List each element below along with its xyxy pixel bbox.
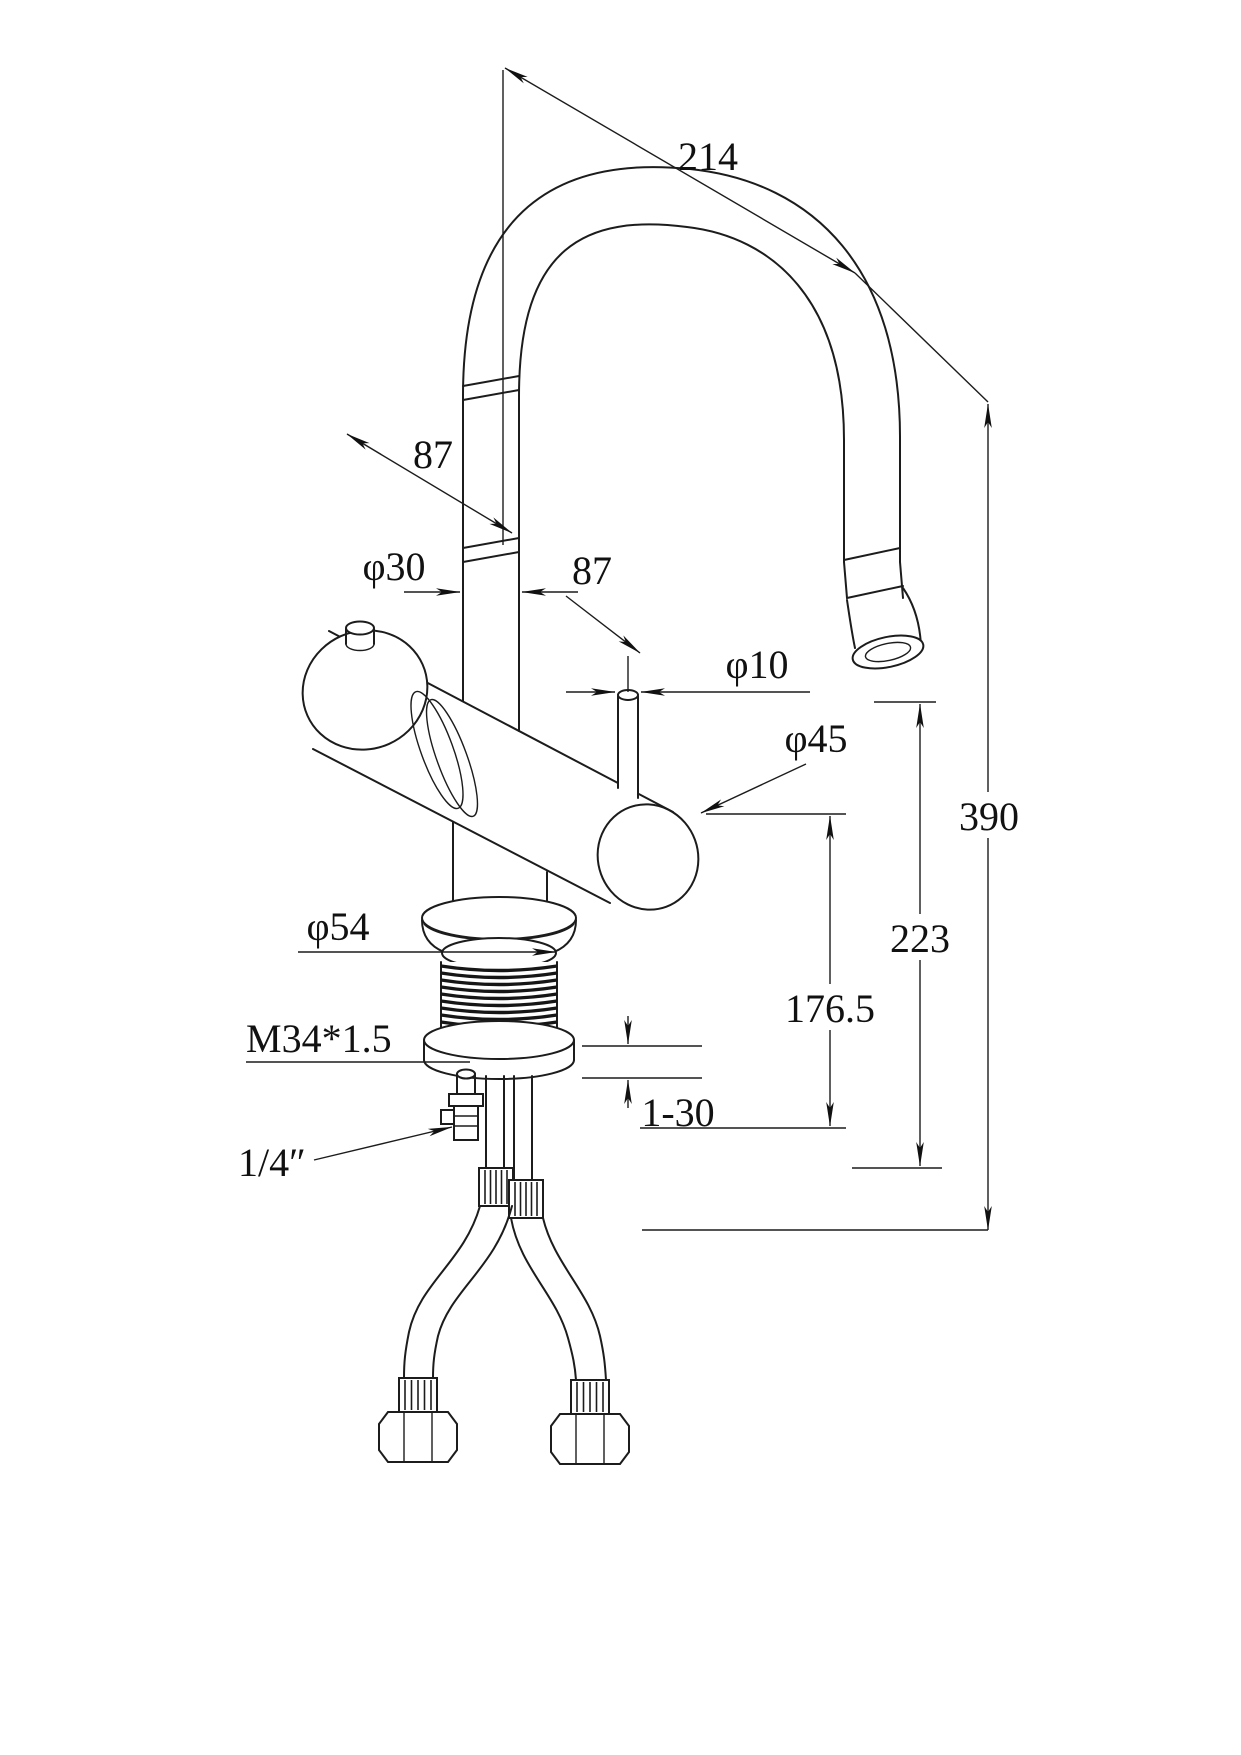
handle-button	[345, 620, 375, 652]
label-176-5: 176.5	[785, 986, 875, 1031]
label-quarter-inch: 1/4″	[238, 1140, 306, 1185]
label-phi10: φ10	[725, 642, 788, 687]
dimension-176-5: 176.5	[640, 813, 890, 1129]
label-223: 223	[890, 916, 950, 961]
dimension-214: 214	[502, 67, 989, 545]
faucet-drawing	[301, 166, 925, 1465]
supply-hose-left	[403, 1205, 513, 1379]
label-phi54: φ54	[306, 904, 369, 949]
dimension-87-lower: 87	[565, 548, 641, 692]
hose-end-right	[550, 1379, 630, 1465]
mounting-nut	[423, 1020, 575, 1080]
dimension-390: 390	[642, 403, 1026, 1231]
crimp-sleeve-right	[508, 1179, 544, 1219]
label-87-lower: 87	[572, 548, 612, 593]
dimension-1-30: 1-30	[582, 1016, 715, 1135]
lift-pin	[617, 689, 639, 799]
dimensions: 214 87 φ30 87 φ10 φ45	[238, 67, 1026, 1231]
dimension-quarter-inch: 1/4″	[238, 1126, 453, 1185]
dimension-phi10: φ10	[566, 642, 810, 696]
label-phi45: φ45	[784, 716, 847, 761]
label-214: 214	[678, 134, 738, 179]
supply-connections	[440, 1068, 544, 1219]
label-390: 390	[959, 794, 1019, 839]
dimension-m34: M34*1.5	[246, 1016, 470, 1063]
dimension-87-upper: 87	[346, 432, 513, 534]
label-87-upper: 87	[413, 432, 453, 477]
dimension-phi45: φ45	[700, 716, 848, 814]
hose-end-left	[378, 1377, 458, 1463]
hex-nut-right	[550, 1413, 630, 1465]
dimension-phi30: φ30	[362, 544, 578, 596]
dimension-phi54: φ54	[298, 904, 557, 956]
hex-nut-left	[378, 1411, 458, 1463]
label-m34: M34*1.5	[246, 1016, 392, 1061]
spout-gooseneck	[462, 166, 925, 732]
quarter-inch-fitting	[440, 1068, 484, 1141]
supply-hose-right	[510, 1217, 607, 1381]
label-phi30: φ30	[362, 544, 425, 589]
label-1-30: 1-30	[641, 1090, 714, 1135]
crimp-sleeve-left	[478, 1167, 514, 1207]
escutcheon-base	[421, 896, 577, 969]
body-cylinder	[301, 629, 700, 911]
dimension-223: 223	[852, 701, 956, 1169]
